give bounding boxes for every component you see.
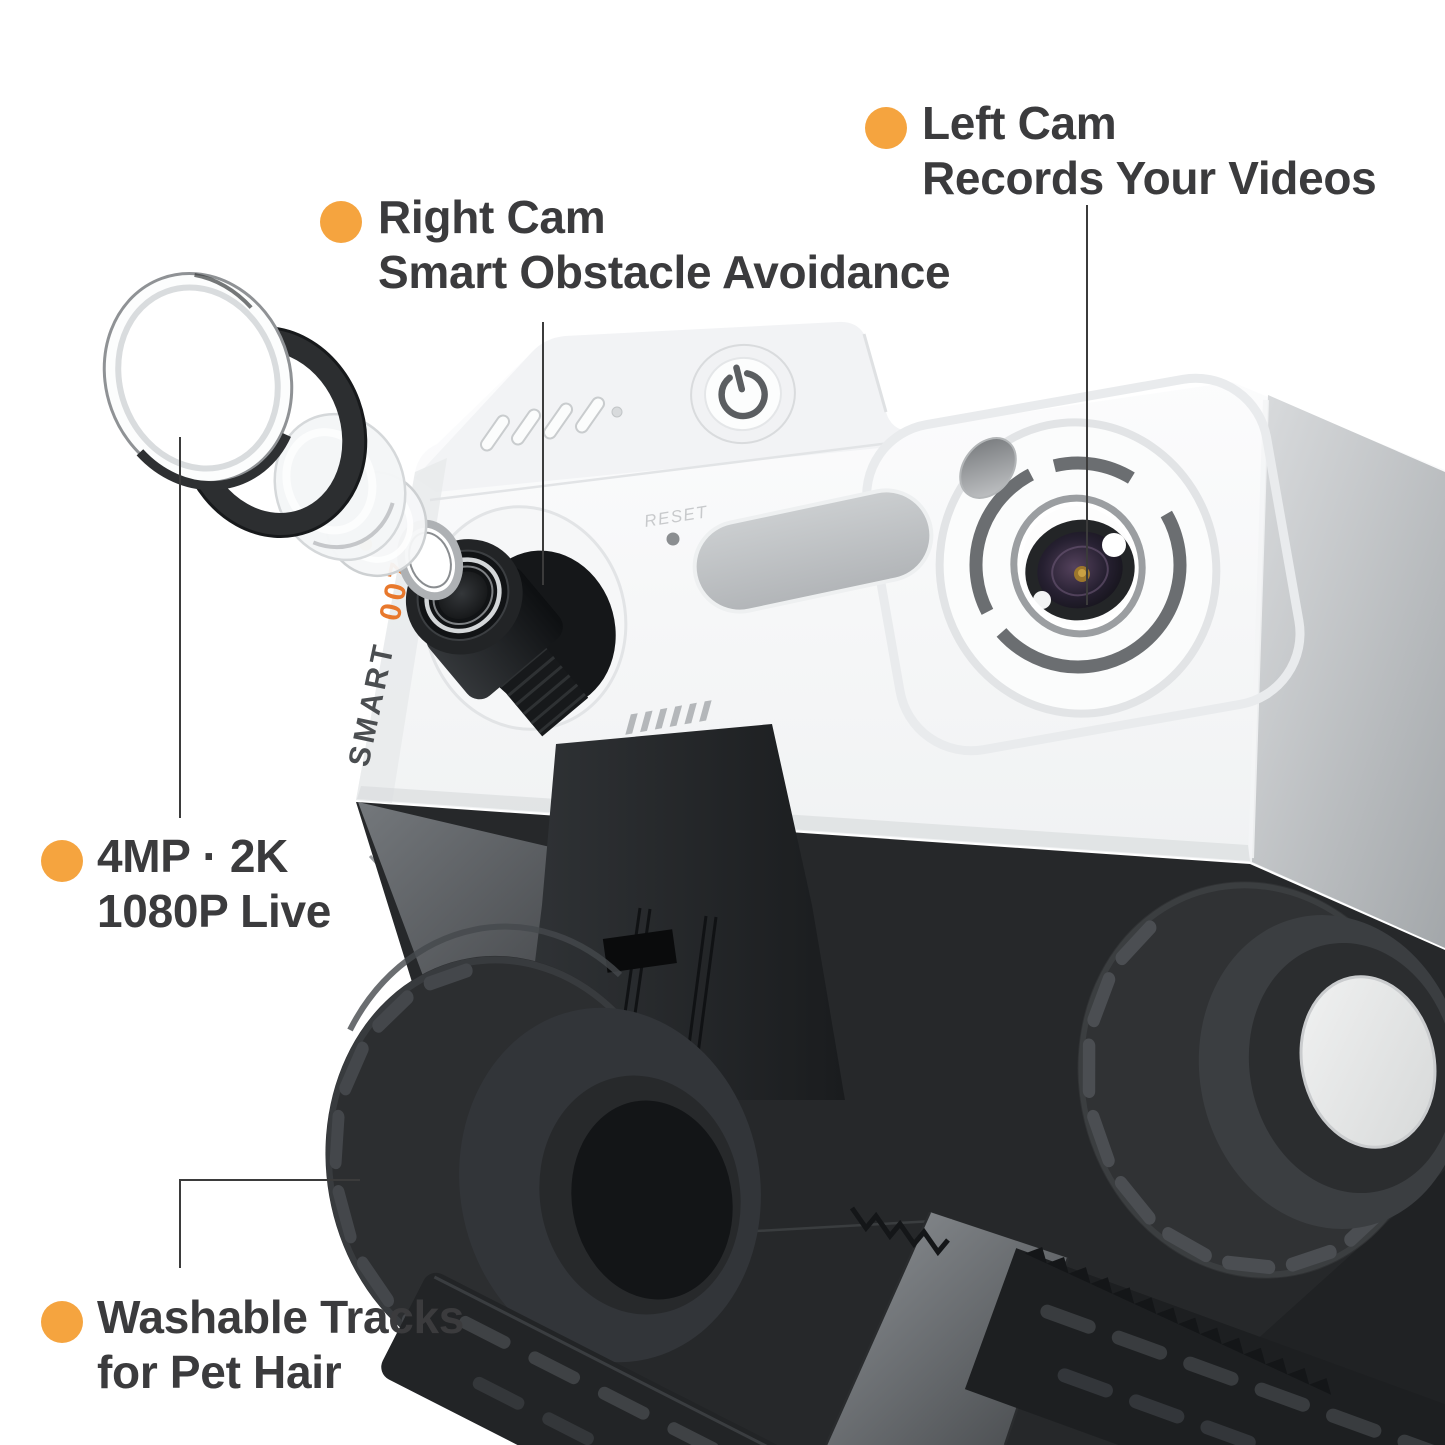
right-cam-subtitle: Smart Obstacle Avoidance [378, 246, 951, 298]
reset-pinhole [666, 532, 680, 546]
left-track [381, 1272, 1406, 1445]
right-cam-title: Right Cam [378, 191, 606, 243]
tracks-bullet-icon [41, 1301, 83, 1343]
left-cam-bullet-icon [865, 107, 907, 149]
front-lens-glass [102, 272, 294, 491]
lens-trim-ring [969, 456, 1187, 674]
right-cam-bullet-icon [320, 201, 362, 243]
right-wheel [1077, 881, 1445, 1279]
side-panel [1252, 395, 1445, 948]
callout-lines [179, 205, 1088, 1268]
microphone-hole [959, 437, 1017, 499]
callout-tracks: Washable Tracks for Pet Hair [97, 1290, 464, 1400]
callout-left-cam: Left Cam Records Your Videos [922, 96, 1377, 206]
lens-highlight [1102, 533, 1126, 557]
callout-right-cam: Right Cam Smart Obstacle Avoidance [378, 190, 951, 300]
left-wheel [325, 923, 761, 1375]
sensor-window [692, 488, 934, 614]
tracks-title: Washable Tracks [97, 1291, 465, 1343]
exploded-lens-assembly [102, 272, 589, 737]
wheel-hub [1299, 975, 1437, 1149]
specs-title: 4MP · 2K [97, 830, 289, 882]
specs-bullet-icon [41, 840, 83, 882]
right-track [964, 1246, 1445, 1445]
tracks-subtitle: for Pet Hair [97, 1346, 342, 1398]
power-button [690, 343, 796, 445]
left-camera [935, 418, 1221, 718]
power-icon [718, 364, 768, 420]
vent-slots [479, 396, 623, 452]
tracks-leader-line [179, 1179, 360, 1268]
callout-specs: 4MP · 2K 1080P Live [97, 829, 331, 939]
chassis [325, 724, 1445, 1445]
specs-subtitle: 1080P Live [97, 885, 332, 937]
left-cam-subtitle: Records Your Videos [922, 152, 1377, 204]
left-cam-title: Left Cam [922, 97, 1117, 149]
